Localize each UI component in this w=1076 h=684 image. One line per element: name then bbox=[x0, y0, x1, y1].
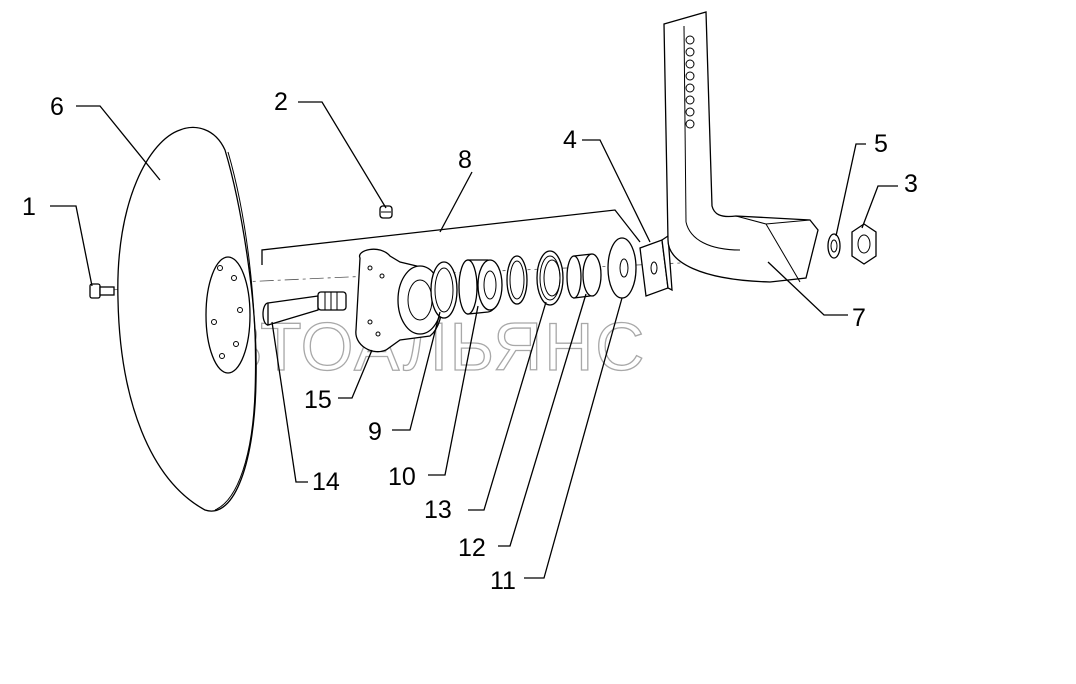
disc-part-6 bbox=[117, 126, 257, 512]
washer-part-11 bbox=[607, 237, 637, 299]
bushing-part-12 bbox=[566, 253, 602, 299]
leader-lines bbox=[50, 101, 898, 579]
callout-7: 7 bbox=[852, 304, 866, 332]
callout-4: 4 bbox=[563, 126, 577, 154]
circlip-part-9 bbox=[430, 261, 458, 319]
callout-3: 3 bbox=[904, 170, 918, 198]
callout-5: 5 bbox=[874, 130, 888, 158]
bearing-part-13-b bbox=[536, 250, 564, 306]
callout-13: 13 bbox=[424, 496, 452, 524]
callout-10: 10 bbox=[388, 463, 416, 491]
callout-12: 12 bbox=[458, 534, 486, 562]
callout-15: 15 bbox=[304, 386, 332, 414]
lock-plate-part-4 bbox=[639, 234, 673, 297]
grease-fitting-part-2 bbox=[379, 205, 393, 219]
callout-8: 8 bbox=[458, 146, 472, 174]
bushing-part-10 bbox=[458, 259, 503, 315]
callout-2: 2 bbox=[274, 88, 288, 116]
bracket-part-7 bbox=[663, 11, 819, 283]
assembly-bracket-8 bbox=[261, 209, 641, 265]
callout-9: 9 bbox=[368, 418, 382, 446]
bolt-part-1 bbox=[89, 283, 115, 299]
callout-11: 11 bbox=[490, 567, 516, 595]
hub-part-15 bbox=[355, 248, 443, 353]
lock-washer-part-5 bbox=[827, 233, 841, 259]
callout-6: 6 bbox=[50, 93, 64, 121]
axle-shaft-part-14 bbox=[262, 291, 347, 326]
bearing-part-13-a bbox=[506, 255, 528, 305]
callout-1: 1 bbox=[22, 193, 36, 221]
callout-14: 14 bbox=[312, 468, 340, 496]
nut-part-3 bbox=[851, 223, 877, 265]
